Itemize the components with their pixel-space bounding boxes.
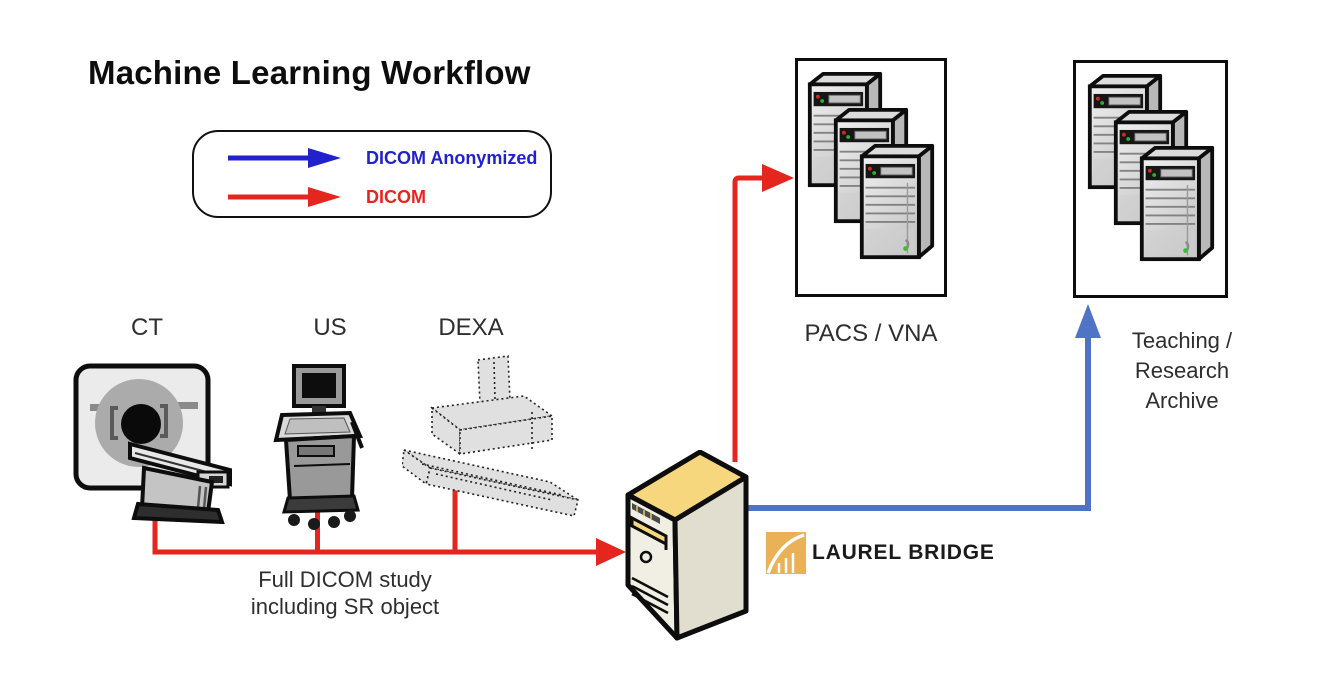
red-arrow-icon [228,187,341,207]
server-tower-icon [859,143,935,260]
dicom-bus-arrowhead-icon [596,538,626,566]
flow-note: Full DICOM study including SR object [195,566,495,620]
server-tower-icon [1139,145,1215,262]
legend-item-dicom: DICOM [210,184,426,210]
legend-label-dicom-anonymized: DICOM Anonymized [366,147,538,168]
dicom-to-pacs-connector [732,164,794,462]
dexa-scanner-icon [402,355,579,517]
us-label: US [313,314,347,341]
legend-item-dicom-anonymized: DICOM Anonymized [210,145,537,171]
flow-note-line1: Full DICOM study [258,567,432,592]
ultrasound-machine-icon [273,364,364,530]
flow-note-line2: including SR object [250,594,440,619]
pacs-server-stack-icon [807,71,935,260]
page-title: Machine Learning Workflow [88,54,531,91]
archive-label-line1: Teaching / [1131,328,1233,353]
pacs-box [795,58,947,297]
blue-arrow-icon [228,148,341,168]
legend-label-dicom: DICOM [366,186,426,207]
archive-label-line3: Archive [1145,388,1219,413]
brand-name: LAUREL BRIDGE [812,541,995,564]
ct-scanner-icon [73,363,232,525]
ct-label: CT [131,314,163,341]
laurel-bridge-logo-icon [766,532,806,574]
archive-server-stack-icon [1087,73,1215,262]
laurel-bridge-server-icon [625,450,749,641]
anonymized-arrowhead-icon [1075,304,1101,338]
archive-label: Teaching / Research Archive [1112,326,1252,416]
legend-box: DICOM Anonymized DICOM [192,130,552,218]
anonymized-to-archive-connector [745,304,1101,511]
archive-box [1073,60,1228,298]
archive-label-line2: Research [1134,358,1230,383]
dexa-label: DEXA [438,314,504,341]
dicom-to-pacs-arrowhead-icon [762,164,794,192]
pacs-label: PACS / VNA [804,320,938,347]
